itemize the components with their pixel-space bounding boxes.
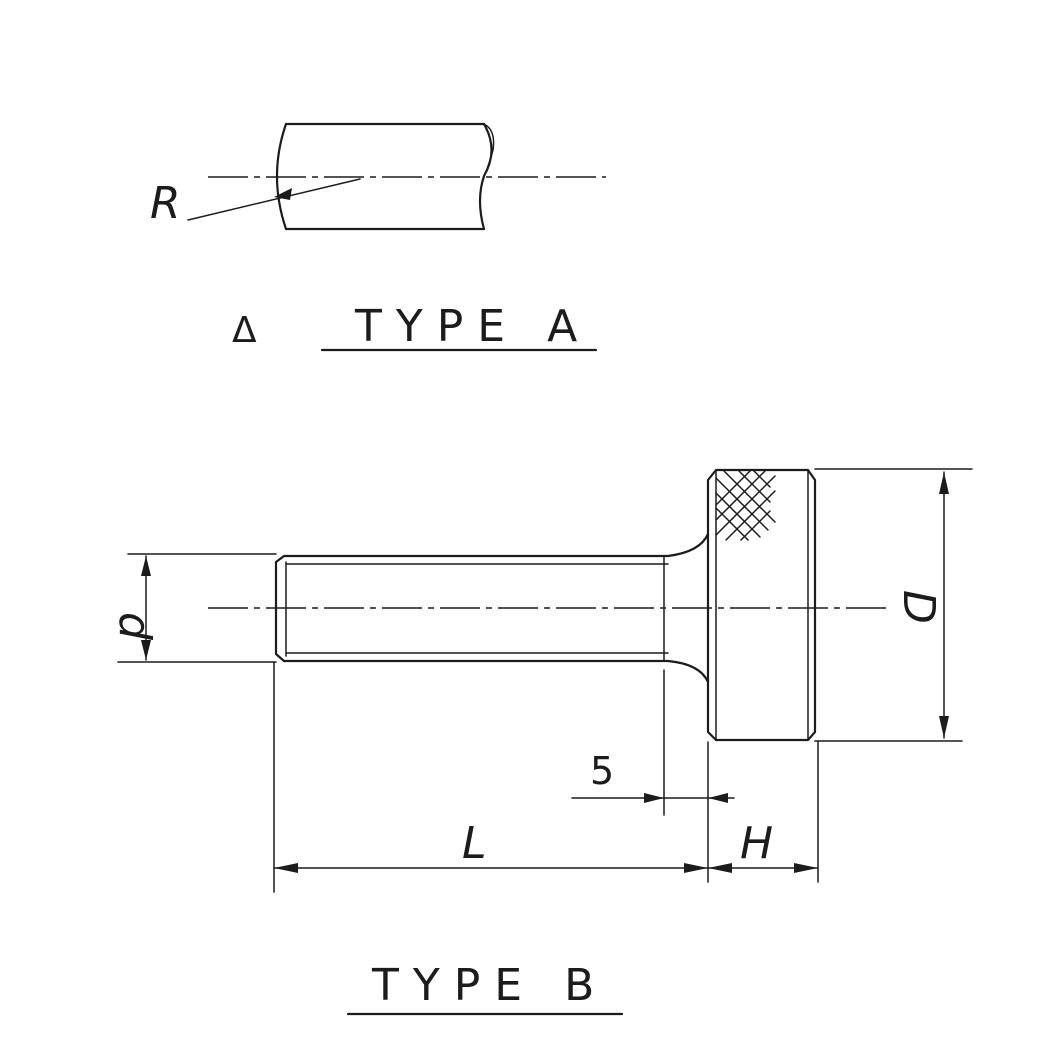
type-b-H-arrow-left: [708, 863, 732, 873]
type-b-5-arrow-left: [644, 793, 664, 803]
type-a-radius-arrow: [274, 188, 292, 200]
type-a-radius-leader: [187, 178, 361, 221]
type-a-title: TYPE A: [354, 301, 591, 352]
type-a-marker-symbol: Δ: [232, 310, 257, 351]
type-b-L-arrow-right: [684, 863, 708, 873]
type-b-H-arrow-right: [794, 863, 818, 873]
type-b-D-label: D: [893, 590, 944, 624]
type-b-5-label: 5: [590, 749, 614, 793]
type-a-view: R Δ TYPE A: [150, 122, 606, 352]
type-b-d-arrow-top: [141, 556, 151, 576]
type-b-L-label: L: [462, 818, 487, 869]
type-b-L-arrow-left: [274, 863, 298, 873]
type-b-head-outline: [706, 468, 817, 742]
type-a-pin-right-end-arc: [483, 123, 495, 177]
type-b-view: d D 5 L H TYPE B: [109, 468, 973, 1016]
type-b-title: TYPE B: [371, 960, 608, 1011]
type-a-radius-label: R: [150, 178, 181, 229]
type-b-D-arrow-top: [939, 472, 949, 494]
type-b-5-arrow-right: [708, 793, 728, 803]
type-b-D-arrow-bottom: [939, 716, 949, 738]
type-b-H-label: H: [740, 818, 773, 869]
type-b-neck: [666, 532, 710, 684]
type-b-knurl-hatch: [715, 470, 776, 541]
type-b-d-label: d: [109, 612, 160, 641]
type-b-d-arrow-bottom: [141, 640, 151, 660]
